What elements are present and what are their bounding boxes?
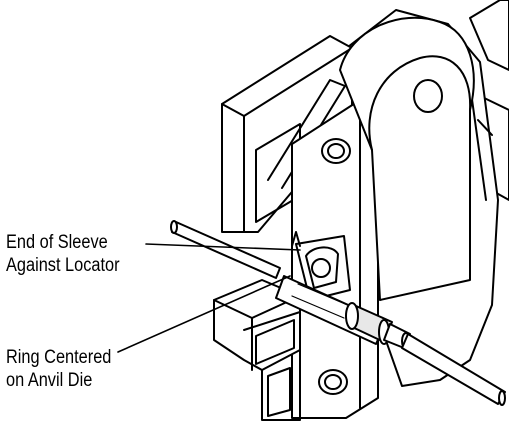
splice-sleeve	[275, 275, 411, 350]
callout-sleeve-line1: End of Sleeve	[6, 232, 108, 253]
locator-die-area	[291, 231, 351, 301]
leader-line-ring	[117, 275, 291, 353]
leader-line-sleeve	[145, 243, 301, 251]
pivot-hole-upper	[413, 79, 443, 113]
lower-screw	[318, 369, 348, 395]
crimp-ring	[345, 302, 359, 330]
callout-ring-centered: Ring Centered on Anvil Die	[6, 346, 111, 392]
upper-screw	[321, 138, 351, 164]
lower-jaw-block	[213, 279, 301, 421]
wire-right	[401, 333, 506, 406]
callout-ring-line1: Ring Centered	[6, 347, 112, 368]
wire-left	[170, 220, 281, 279]
leader-lines	[117, 243, 301, 353]
callout-ring-line2: on Anvil Die	[6, 370, 93, 391]
top-cap-plate	[339, 16, 475, 301]
callout-sleeve-line2: Against Locator	[6, 255, 120, 276]
callout-end-of-sleeve: End of Sleeve Against Locator	[6, 231, 120, 277]
